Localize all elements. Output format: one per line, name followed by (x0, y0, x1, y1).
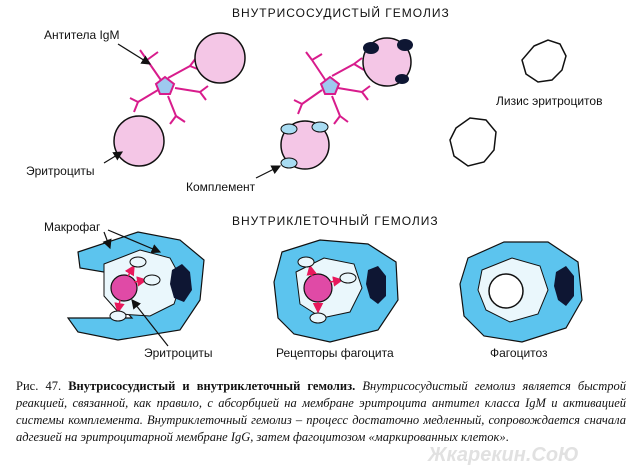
figure-caption: Рис. 47. Внутрисосудистый и внутриклеточ… (16, 378, 626, 446)
title-intracellular: ВНУТРИКЛЕТОЧНЫЙ ГЕМОЛИЗ (232, 214, 439, 228)
label-erythrocytes-bottom: Эритроциты (144, 346, 213, 360)
complement-1 (280, 123, 298, 135)
caption-end: . (505, 430, 509, 444)
receptor-1a (143, 274, 161, 286)
label-complement: Комплемент (186, 180, 256, 194)
label-erythrocytes-top: Эритроциты (26, 164, 95, 178)
lysed-erythrocyte-2 (449, 117, 497, 167)
macrophage-2-nucleus (366, 266, 386, 304)
igm-antibody-1 (129, 49, 209, 125)
arrow-erythrocytes-top (103, 151, 124, 164)
arrow-complement (255, 165, 282, 179)
phagocytosed-erythrocyte-2 (303, 273, 333, 303)
title-intravascular: ВНУТРИСОСУДИСТЫЙ ГЕМОЛИЗ (232, 6, 450, 20)
label-lysis: Лизис эритроцитов (496, 94, 603, 108)
receptor-2b (297, 256, 315, 268)
receptor-1c (109, 310, 127, 322)
phagocytosed-erythrocyte-3 (488, 273, 524, 309)
label-phagocytosis: Фагоцитоз (490, 346, 548, 360)
watermark: Жкарекин.СоЮ (428, 444, 579, 466)
label-antibodies: Антитела IgM (44, 28, 120, 42)
receptors-2 (306, 264, 344, 314)
phagocytosed-erythrocyte-1 (110, 274, 138, 302)
arrow-macrophage-b (102, 231, 112, 250)
macrophage-1-nucleus (170, 264, 192, 302)
macrophage-3-nucleus (554, 266, 574, 306)
arrow-macrophage-a (107, 229, 162, 254)
receptor-2c (309, 312, 327, 324)
complement-3 (280, 157, 298, 169)
complement-dark-3 (395, 74, 409, 84)
erythrocyte-2 (113, 115, 165, 167)
complement-2 (311, 121, 329, 133)
lysed-erythrocyte-1 (521, 39, 567, 83)
pentamer-core-1 (154, 75, 176, 95)
caption-prefix: Рис. 47. (16, 379, 62, 393)
arrow-erythrocytes-bottom (131, 299, 169, 347)
label-macrophage: Макрофаг (44, 220, 101, 234)
igm-antibody-2 (293, 51, 371, 125)
erythrocyte-1 (194, 32, 246, 84)
receptor-2a (339, 272, 357, 284)
arrow-antibodies (117, 43, 152, 65)
complement-dark-1 (363, 42, 379, 54)
caption-text: Внутрисосудистый гемолиз является быстро… (16, 379, 626, 444)
caption-title: Внутрисосудистый и внутриклеточный гемол… (68, 379, 356, 393)
label-phagocyte-receptors: Рецепторы фагоцита (276, 346, 394, 360)
pentamer-core-2 (319, 75, 341, 95)
receptor-1b (129, 256, 147, 268)
complement-dark-2 (397, 39, 413, 51)
